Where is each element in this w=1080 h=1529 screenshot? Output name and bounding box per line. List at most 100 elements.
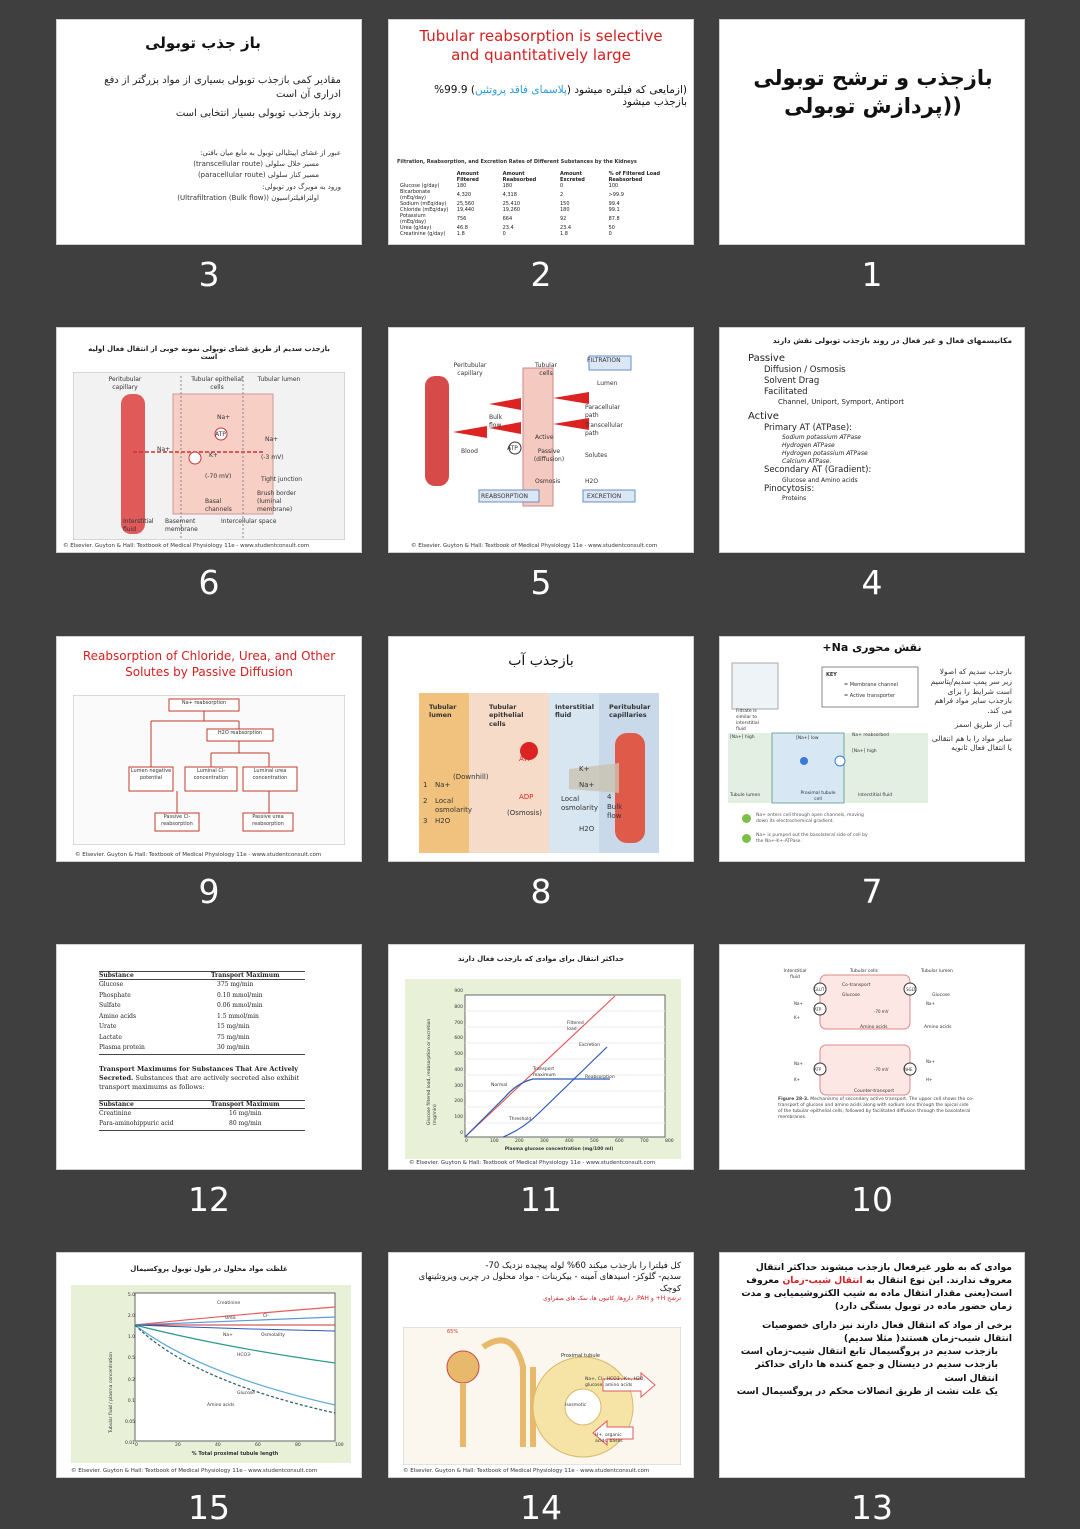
series-label-osmolality: Osmolality bbox=[261, 1333, 285, 1338]
label-atp: ATP bbox=[814, 1007, 822, 1012]
tick-label: 600 bbox=[615, 1139, 624, 1144]
label-reabsorbed-ions: Na+, Cl-, HCO3-, K+, H2O, glucose, amino… bbox=[585, 1377, 645, 1388]
slide-6-thumbnail[interactable]: بازجذب سدیم از طریق غشای توبولی نمونه خو… bbox=[56, 327, 362, 553]
box-passive-urea: Passive urea reabsorption bbox=[252, 814, 284, 827]
capillary-shape bbox=[615, 733, 645, 843]
label-epithelial: Tubular epithelial cells bbox=[489, 703, 524, 728]
label-interstitial: Interstitial fluid bbox=[783, 969, 807, 980]
capillary-shape bbox=[121, 394, 145, 534]
slide-1-thumbnail[interactable]: بازجذب و ترشح توبولی پردازش توبولی)) bbox=[719, 19, 1025, 245]
label-blood: Blood bbox=[461, 448, 478, 455]
step-number: 1 bbox=[423, 781, 428, 789]
list-item: Active bbox=[748, 411, 779, 423]
slide-9-thumbnail[interactable]: Reabsorption of Chloride, Urea, and Othe… bbox=[56, 636, 362, 862]
label-h2o: H2O bbox=[579, 825, 595, 833]
bullet: بازجذب سدیم که اصولا زیر سر پمپ سدیم/پتا… bbox=[930, 667, 1012, 715]
slide-number: 2 bbox=[530, 255, 552, 294]
label-k: K+ bbox=[794, 1077, 800, 1082]
label-proximal-tubule: Proximal tubule bbox=[561, 1353, 600, 1359]
label-capillary: Peritubular capillary bbox=[453, 362, 487, 377]
slide-title: نقش محوری Na+ bbox=[822, 641, 922, 654]
label-atp: ATP bbox=[814, 1067, 822, 1072]
label-osmosis: Osmosis bbox=[535, 478, 561, 485]
sub-item: مسیر کنار سلولی (paracellular route) bbox=[197, 171, 319, 180]
atp-pump-icon bbox=[813, 1062, 827, 1076]
slide-5-thumbnail[interactable]: Peritubular capillary Tubular cells FILT… bbox=[388, 327, 694, 553]
slide-3-thumbnail[interactable]: باز جذب توبولی مقادیر کمی بازجذب توبولی … bbox=[56, 19, 362, 245]
label-local-osmolarity: Local osmolarity bbox=[435, 797, 472, 815]
tick-label: 0.05 bbox=[124, 1419, 135, 1425]
atp-pump-icon bbox=[834, 755, 846, 767]
series-label-creatinine: Creatinine bbox=[217, 1301, 241, 1306]
x-axis-label: Plasma glucose concentration (mg/100 ml) bbox=[504, 1147, 614, 1152]
slide-text: کل فیلترا را بازجذب میکند 60% لوله پیچید… bbox=[401, 1261, 681, 1304]
list-item: Solvent Drag bbox=[764, 376, 820, 387]
label-sglt: SGLT bbox=[906, 987, 916, 992]
slide-7-thumbnail[interactable]: نقش محوری Na+ بازجذب سدیم که اصولا زیر س… bbox=[719, 636, 1025, 862]
list-item: Channel, Uniport, Symport, Antiport bbox=[778, 398, 904, 407]
label-threshold: Threshold bbox=[509, 1117, 532, 1122]
slide-4-thumbnail[interactable]: مکانیسمهای فعال و غیر فعال در روند بازجذ… bbox=[719, 327, 1025, 553]
label-atp: ATP bbox=[215, 431, 226, 438]
slide-13-thumbnail[interactable]: موادی که به طور غیرفعال بازجذب میشوند حد… bbox=[719, 1252, 1025, 1478]
figure-credit: © Elsevier. Guyton & Hall: Textbook of M… bbox=[63, 543, 310, 549]
slide-15-thumbnail[interactable]: غلظت مواد محلول در طول توبول پروکسیمال T… bbox=[56, 1252, 362, 1478]
series-label-amino-acids: Amino acids bbox=[207, 1403, 235, 1408]
na-line bbox=[134, 1324, 336, 1332]
slide-10-thumbnail[interactable]: Interstitial fluid Tubular cells Tubular… bbox=[719, 944, 1025, 1170]
label-isosmotic: Isosmotic bbox=[565, 1403, 587, 1408]
label-na: Na+ bbox=[217, 414, 231, 421]
label-capillaries: Peritubular capillaries bbox=[609, 703, 651, 720]
figure-caption: Figure 28-3. Mechanisms of secondary act… bbox=[778, 1097, 974, 1120]
slide-14-thumbnail[interactable]: کل فیلترا را بازجذب میکند 60% لوله پیچید… bbox=[388, 1252, 694, 1478]
slide-number: 5 bbox=[530, 563, 552, 602]
label-brush-border: Brush border (luminal membrane) bbox=[257, 490, 297, 513]
series-label-glucose: Glucose bbox=[237, 1391, 255, 1396]
list-item: Proteins bbox=[782, 495, 807, 503]
label-adp: ADP bbox=[519, 793, 534, 801]
label-percent: 65% bbox=[447, 1329, 459, 1335]
list-item: Passive bbox=[748, 353, 785, 364]
tick-label: 0.01 bbox=[124, 1441, 135, 1446]
bullet: مقادیر کمی بازجذب توبولی بسیاری از مواد … bbox=[104, 75, 341, 100]
label-water: H2O bbox=[585, 478, 599, 485]
slide-2-thumbnail[interactable]: Tubular reabsorption is selective and qu… bbox=[388, 19, 694, 245]
label-basement: Basement membrane bbox=[165, 518, 198, 533]
water-reabsorption-diagram bbox=[419, 693, 659, 853]
atp-pump-icon bbox=[188, 451, 202, 465]
tick-label: 40 bbox=[215, 1443, 221, 1448]
slide-number: 12 bbox=[188, 1180, 230, 1219]
label-active: Active bbox=[535, 434, 554, 441]
label-na: Na+ bbox=[794, 1001, 803, 1006]
label-na: Na+ bbox=[579, 781, 595, 789]
label-excretion: EXCRETION bbox=[587, 493, 622, 500]
label-interstitial: Interstitial fluid bbox=[123, 518, 154, 533]
sub-item: ورود به مویرگ دور توبولی: bbox=[262, 182, 341, 191]
list-item: Secondary AT (Gradient): bbox=[764, 465, 872, 476]
paragraph: بازجذب سدیم در دیستال و جمع کننده ها دار… bbox=[755, 1359, 998, 1384]
slide-11-thumbnail[interactable]: حداکثر انتقال برای موادی که بازجذب فعال … bbox=[388, 944, 694, 1170]
series-label-hco3: HCO3- bbox=[237, 1353, 252, 1358]
slide-8-thumbnail[interactable]: بازجذب آب Tubular lumen Tubular epitheli… bbox=[388, 636, 694, 862]
label-lumen: Lumen bbox=[597, 380, 618, 387]
label-h: H+ bbox=[926, 1077, 933, 1082]
paragraph: برخی از مواد که انتقال فعال دارند نیز دا… bbox=[762, 1320, 1012, 1345]
tick-label: 0.5 bbox=[127, 1356, 135, 1362]
paragraph: بازجذب سدیم در پروگسیمال تابع انتقال شیب… bbox=[740, 1346, 998, 1358]
label-na: Na+ bbox=[926, 1059, 935, 1064]
slide-number: 8 bbox=[530, 872, 552, 911]
label-glucose: Glucose bbox=[842, 993, 860, 998]
label-mv70: -70 mV bbox=[874, 1067, 889, 1072]
slide-number: 11 bbox=[520, 1180, 562, 1219]
tick-label: 700 bbox=[454, 1020, 463, 1026]
label-na-high: [Na+] high bbox=[730, 735, 755, 740]
label-capillary: Peritubular capillary bbox=[108, 376, 142, 391]
glucose-line bbox=[134, 1324, 336, 1406]
label-counter-transport: Counter-transport bbox=[854, 1089, 895, 1094]
bullet: روند بازجذب توبولی بسیار انتخابی است bbox=[175, 108, 341, 119]
